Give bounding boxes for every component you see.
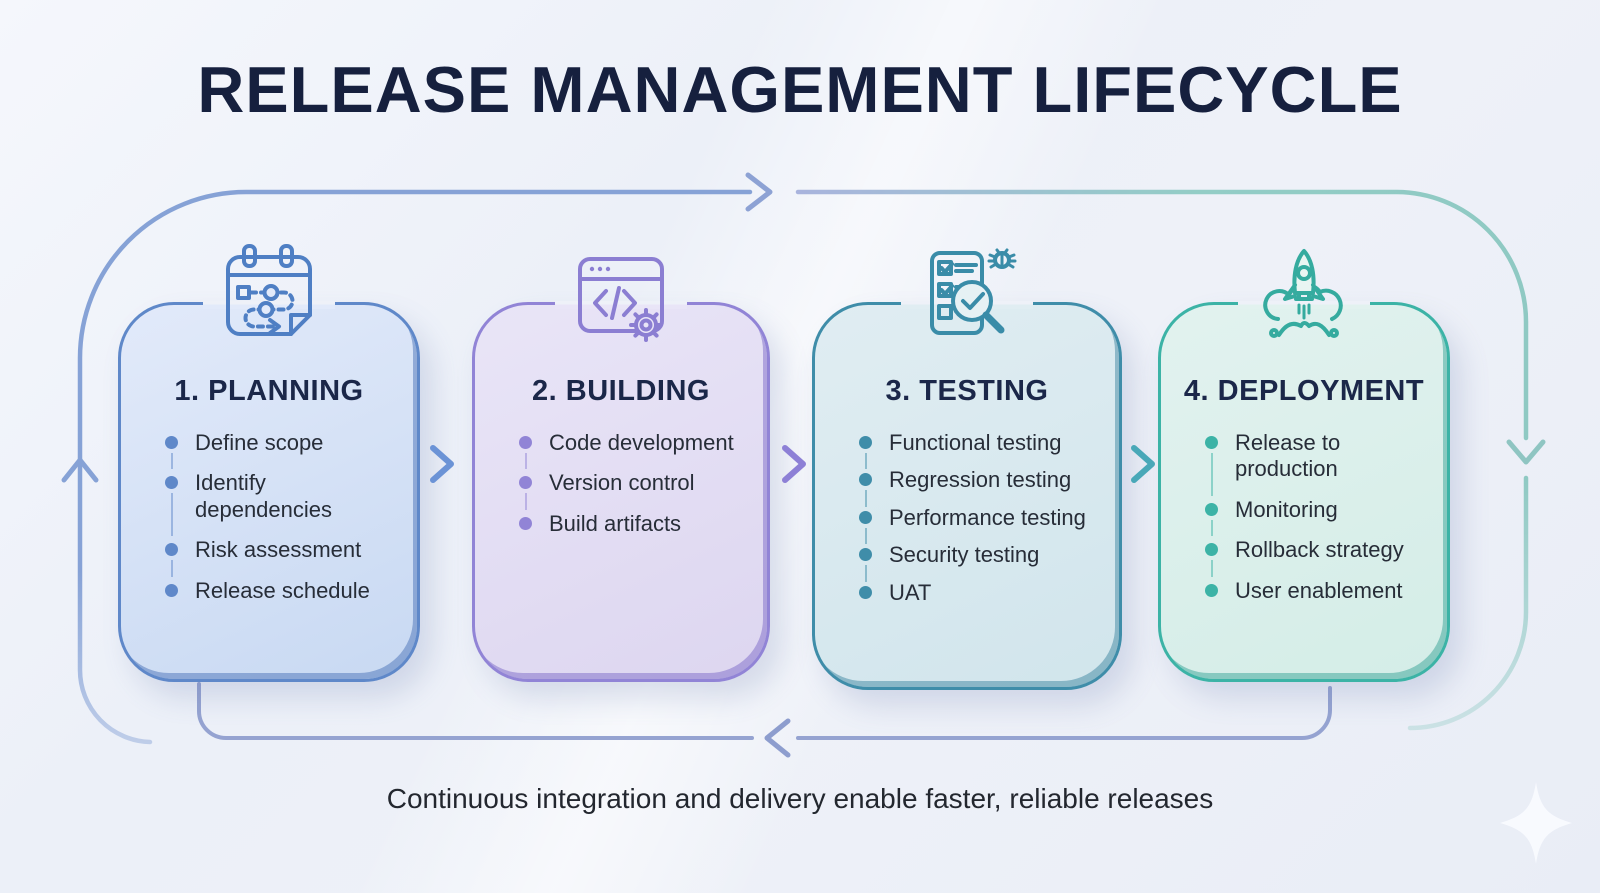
stage-item-list: Release to production Monitoring Rollbac… bbox=[1161, 430, 1447, 604]
list-item-text: Release to production bbox=[1235, 430, 1341, 482]
list-item-text: Release schedule bbox=[195, 577, 370, 603]
loop-up-arrowhead bbox=[61, 457, 99, 483]
list-item-text: Identify dependencies bbox=[195, 470, 333, 522]
list-item: Version control bbox=[519, 470, 745, 511]
list-item-text: Code development bbox=[549, 430, 734, 455]
loop-return-line-left bbox=[197, 682, 754, 740]
checklist-magnifier-bug-icon bbox=[912, 243, 1022, 348]
list-item-text: Functional testing bbox=[889, 430, 1062, 455]
rocket-launch-icon bbox=[1249, 243, 1359, 348]
list-item: Regression testing bbox=[859, 467, 1097, 508]
list-item: Release schedule bbox=[165, 578, 395, 604]
stage-card-testing: 3. TESTING Functional testing Regression… bbox=[812, 248, 1122, 690]
list-item-text: Security testing bbox=[889, 542, 1040, 568]
flow-chevron-building-to-testing bbox=[782, 445, 806, 483]
list-item: Security testing bbox=[859, 542, 1097, 583]
stage-item-list: Code development Version control Build a… bbox=[475, 430, 767, 537]
stage-heading: 3. TESTING bbox=[885, 375, 1049, 407]
list-item-text: Rollback strategy bbox=[1235, 537, 1404, 563]
loop-down-arrowhead bbox=[1506, 439, 1546, 465]
page-title: RELEASE MANAGEMENT LIFECYCLE bbox=[197, 53, 1403, 126]
list-item-text: Monitoring bbox=[1235, 496, 1338, 522]
loop-top-right-line bbox=[795, 189, 1529, 441]
loop-left-arrowhead bbox=[764, 718, 791, 758]
stage-heading: 1. PLANNING bbox=[174, 375, 364, 407]
list-item-text: Build artifacts bbox=[549, 510, 682, 536]
list-item-text: User enablement bbox=[1235, 577, 1403, 603]
list-item: Identify dependencies bbox=[165, 470, 395, 536]
list-item-text: Risk assessment bbox=[195, 537, 362, 563]
stage-card-deployment: 4. DEPLOYMENT Release to production Moni… bbox=[1158, 249, 1450, 682]
list-item: User enablement bbox=[1205, 578, 1425, 604]
list-item: Code development bbox=[519, 430, 745, 470]
list-item-text: Regression testing bbox=[889, 467, 1072, 493]
loop-return-line-right bbox=[796, 686, 1332, 740]
loop-top-arrowhead bbox=[745, 172, 773, 212]
stage-heading: 4. DEPLOYMENT bbox=[1183, 375, 1425, 407]
list-item: Release to production bbox=[1205, 430, 1425, 496]
list-item: Monitoring bbox=[1205, 496, 1425, 537]
sparkle-icon bbox=[1500, 782, 1572, 864]
list-item: UAT bbox=[859, 580, 1097, 606]
flow-chevron-planning-to-building bbox=[430, 445, 454, 483]
list-item: Define scope bbox=[165, 430, 395, 470]
loop-left-top-line bbox=[77, 189, 753, 745]
flow-chevron-testing-to-deployment bbox=[1131, 445, 1155, 483]
list-item-text: UAT bbox=[889, 579, 932, 605]
stage-item-list: Define scope Identify dependencies Risk … bbox=[121, 430, 417, 604]
list-item-text: Version control bbox=[549, 470, 695, 496]
list-item: Performance testing bbox=[859, 504, 1097, 545]
stage-card-planning: 1. PLANNING Define scope Identify depend… bbox=[118, 244, 420, 682]
stage-heading: 2. BUILDING bbox=[532, 375, 710, 407]
calendar-roadmap-icon bbox=[214, 243, 324, 348]
list-item-text: Performance testing bbox=[889, 504, 1086, 530]
code-window-gear-icon bbox=[566, 243, 676, 348]
list-item: Risk assessment bbox=[165, 537, 395, 578]
list-item: Build artifacts bbox=[519, 511, 745, 537]
list-item: Functional testing bbox=[859, 430, 1097, 470]
stage-card-building: 2. BUILDING Code development Version con… bbox=[472, 257, 770, 682]
loop-right-bottom-line bbox=[1407, 475, 1529, 731]
list-item-text: Define scope bbox=[195, 430, 324, 455]
list-item: Rollback strategy bbox=[1205, 537, 1425, 578]
caption-text: Continuous integration and delivery enab… bbox=[386, 783, 1214, 814]
card-border-gap bbox=[555, 301, 687, 309]
stage-item-list: Functional testing Regression testing Pe… bbox=[815, 430, 1119, 606]
